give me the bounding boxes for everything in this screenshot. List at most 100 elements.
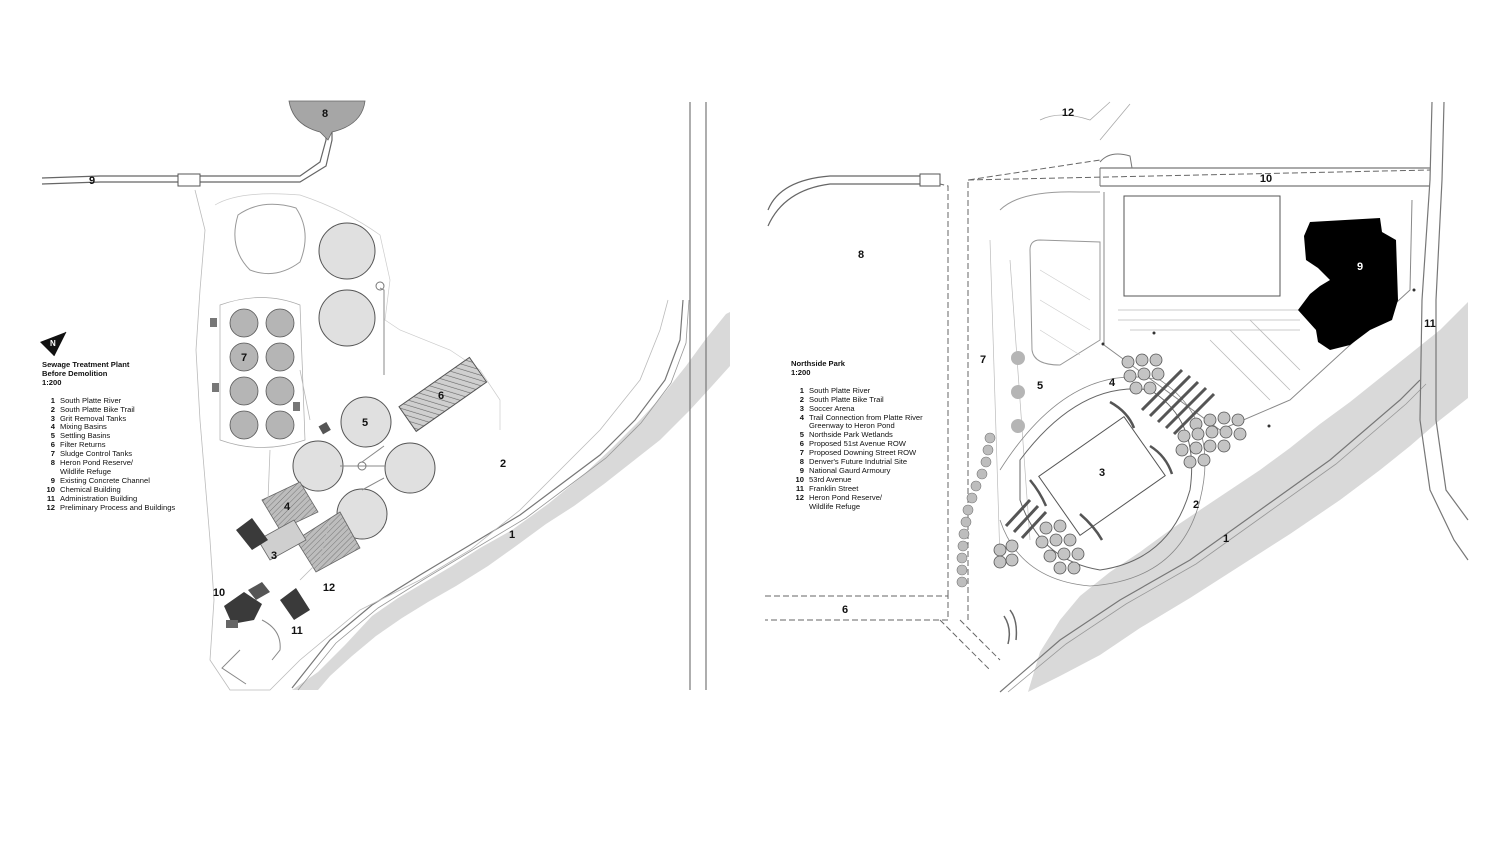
legend-item-text: Sludge Control Tanks <box>60 449 133 459</box>
legend-item-text: Franklin Street <box>809 483 859 493</box>
right-proposed-51st-avenue <box>765 595 949 621</box>
soccer-field <box>1038 415 1166 537</box>
legend-item-number: 5 <box>50 431 55 441</box>
left-plan-scale: 1:200 <box>42 377 62 387</box>
north-arrow-icon: N <box>40 331 67 357</box>
left-label-12: 12 <box>323 582 335 594</box>
left-legend-items: 1 South Platte River 2 South Platte Bike Tr… <box>42 395 192 513</box>
legend-item-number: 7 <box>50 449 55 459</box>
legend-item: 4 Trail Connection from Platte River Gree… <box>791 412 941 432</box>
left-label-5: 5 <box>362 417 368 429</box>
settling-basin <box>318 289 376 347</box>
legend-item-number: 6 <box>50 440 55 450</box>
legend-item: 5 Northside Park Wetlands <box>791 430 941 440</box>
legend-item-number: 9 <box>50 475 55 485</box>
legend-item-number: 5 <box>799 430 804 440</box>
legend-item-text: South Platte River <box>809 385 871 395</box>
legend-item: 5 Settling Basins <box>42 431 192 441</box>
legend-item: 1 South Platte River <box>791 385 941 396</box>
legend-item-text: 53rd Avenue <box>809 474 852 484</box>
left-label-11: 11 <box>291 625 303 637</box>
settling-basin <box>340 396 392 448</box>
legend-item-text: South Platte Bike Trail <box>809 394 884 404</box>
tree-cluster <box>1121 353 1165 395</box>
legend-item-text: Soccer Arena <box>809 403 855 413</box>
legend-item-text: National Gaurd Armoury <box>809 465 891 475</box>
right-plan <box>765 101 1469 693</box>
right-label-4: 4 <box>1109 377 1116 389</box>
right-label-11: 11 <box>1424 318 1436 330</box>
legend-item: 1 South Platte River <box>42 395 192 406</box>
legend-item-text: Northside Park Wetlands <box>809 430 893 440</box>
left-heron-pond <box>288 100 366 141</box>
legend-item: 11 Franklin Street <box>791 483 941 494</box>
left-label-1: 1 <box>509 529 515 541</box>
legend-item-number: 3 <box>799 403 804 413</box>
legend-item-text: Proposed 51st Avenue ROW <box>809 439 906 449</box>
tree-line <box>956 432 996 588</box>
right-bike-trail <box>999 379 1421 693</box>
bleachers <box>1004 368 1216 540</box>
right-label-10: 10 <box>1260 173 1272 185</box>
legend-item-number: 10 <box>46 484 55 494</box>
left-bike-trail <box>291 299 684 689</box>
settling-basin <box>318 222 376 280</box>
right-label-5: 5 <box>1037 380 1043 392</box>
legend-item: 9 Existing Concrete Channel <box>42 475 192 486</box>
legend-item-number: 3 <box>50 413 55 423</box>
admin-building <box>280 588 310 620</box>
left-map-labels: 1 2 3 4 5 6 7 8 9 10 11 12 <box>89 108 515 637</box>
legend-item-text: Preliminary Process and Buildings <box>60 502 176 512</box>
legend-item: 10 Chemical Building <box>42 484 192 495</box>
right-label-2: 2 <box>1193 499 1199 511</box>
legend-item-number: 2 <box>799 394 804 404</box>
legend-item-number: 2 <box>50 404 55 414</box>
right-legend-items: 1 South Platte River 2 South Platte Bike Tr… <box>791 385 941 512</box>
left-label-7: 7 <box>241 352 247 364</box>
right-parking-lot <box>1103 192 1413 431</box>
legend-item-number: 1 <box>799 385 804 395</box>
legend-item-text: Chemical Building <box>60 484 121 494</box>
wetland-ponds <box>1011 351 1025 433</box>
legend-item-text: Heron Pond Reserve/ Wildlife Refuge <box>809 492 883 511</box>
legend-item-text: Grit Removal Tanks <box>60 413 127 423</box>
legend-item-text: Filter Returns <box>60 440 106 450</box>
right-label-3: 3 <box>1099 467 1105 479</box>
left-concrete-channel <box>41 128 327 179</box>
legend-item-number: 11 <box>795 483 804 493</box>
legend-item-number: 1 <box>50 395 55 405</box>
legend-item-number: 4 <box>50 422 55 432</box>
legend-item-number: 4 <box>799 412 804 422</box>
settling-basin <box>384 442 436 494</box>
right-label-9: 9 <box>1357 261 1363 273</box>
left-label-9: 9 <box>89 175 95 187</box>
left-vertical-road <box>689 102 707 690</box>
filter-returns <box>398 356 488 433</box>
legend-item-number: 8 <box>799 457 804 467</box>
grit-removal-building <box>236 518 268 550</box>
left-label-4: 4 <box>284 501 291 513</box>
legend-item-text: Existing Concrete Channel <box>60 475 150 485</box>
sludge-control-tanks <box>229 308 295 440</box>
legend-item-number: 9 <box>799 465 804 475</box>
right-label-7: 7 <box>980 354 986 366</box>
right-channel <box>767 175 940 227</box>
tree-cluster <box>1175 411 1247 469</box>
legend-item-text: South Platte Bike Trail <box>60 404 135 414</box>
mixing-basins <box>257 481 361 573</box>
legend-item-text: South Platte River <box>60 395 122 405</box>
left-label-3: 3 <box>271 550 277 562</box>
left-label-10: 10 <box>213 587 225 599</box>
legend-item: 2 South Platte Bike Trail <box>791 394 941 405</box>
left-site-boundary <box>194 189 669 691</box>
right-plan-scale: 1:200 <box>791 367 811 377</box>
legend-item-text: Settling Basins <box>60 431 111 441</box>
legend-item-text: Trail Connection from Platte River Green… <box>809 412 923 431</box>
